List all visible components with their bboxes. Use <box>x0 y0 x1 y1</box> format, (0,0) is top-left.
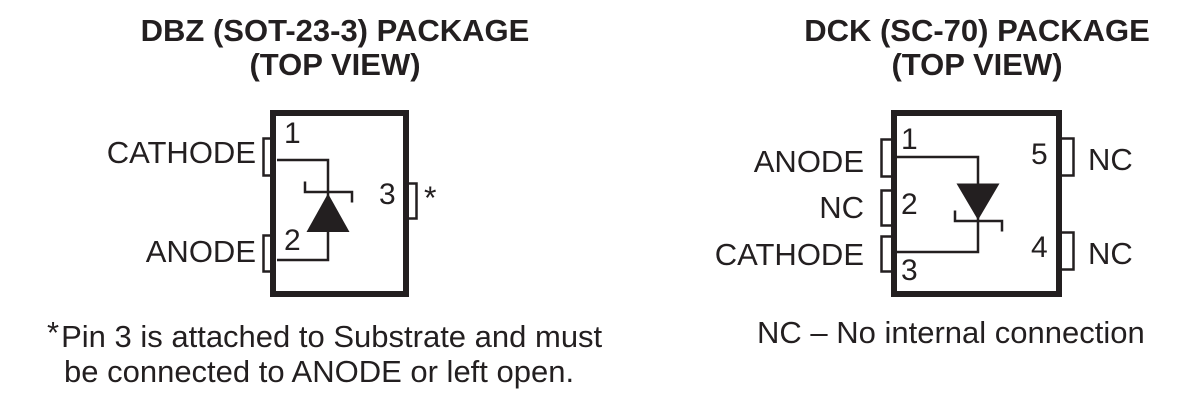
dbz-footnote-line1: *Pin 3 is attached to Substrate and must <box>47 317 603 354</box>
dck-title-line1: DCK (SC-70) PACKAGE <box>804 13 1150 48</box>
dck-footnote: NC – No internal connection <box>757 315 1145 350</box>
dck-pin5-label: NC <box>1088 142 1133 177</box>
dck-pin1-number: 1 <box>901 123 918 156</box>
dbz-package-body <box>270 110 409 297</box>
dck-pin3-label: CATHODE <box>714 237 864 272</box>
dck-package-outline <box>880 110 1075 297</box>
dbz-title: DBZ (SOT-23-3) PACKAGE (TOP VIEW) <box>135 14 535 82</box>
dck-pin2-number: 2 <box>901 188 918 221</box>
dck-zener-diode-icon <box>953 183 1004 232</box>
dbz-pin2-label: ANODE <box>145 234 256 269</box>
dbz-title-line2: (TOP VIEW) <box>249 47 421 82</box>
zener-cathode-bar <box>303 181 354 203</box>
dbz-pin3-number: 3 <box>379 178 396 211</box>
dck-title-line2: (TOP VIEW) <box>891 47 1063 82</box>
dbz-pin1-label: CATHODE <box>106 135 256 170</box>
diode-triangle-down <box>956 183 1000 220</box>
dck-pin2-label: NC <box>819 190 864 225</box>
footnote-asterisk: * <box>47 315 60 350</box>
dbz-zener-diode-icon <box>303 181 354 232</box>
dbz-footnote-line2: be connected to ANODE or left open. <box>64 354 575 389</box>
diode-triangle-up <box>306 193 350 232</box>
dbz-pin2-number: 2 <box>284 224 301 257</box>
dbz-package-outline <box>262 110 418 297</box>
dck-pin4-label: NC <box>1088 236 1133 271</box>
dck-pin1-label: ANODE <box>753 144 864 179</box>
zener-cathode-bar <box>953 210 1004 232</box>
footnote-text1: Pin 3 is attached to Substrate and must <box>61 319 603 354</box>
dbz-title-line1: DBZ (SOT-23-3) PACKAGE <box>140 13 530 48</box>
dbz-pin3-asterisk: * <box>424 180 437 216</box>
dck-pin5-number: 5 <box>1031 138 1048 171</box>
dbz-pin1-number: 1 <box>284 117 301 150</box>
dck-title: DCK (SC-70) PACKAGE (TOP VIEW) <box>777 14 1177 82</box>
dck-pin4-number: 4 <box>1031 231 1048 264</box>
dck-pin3-number: 3 <box>901 254 918 287</box>
